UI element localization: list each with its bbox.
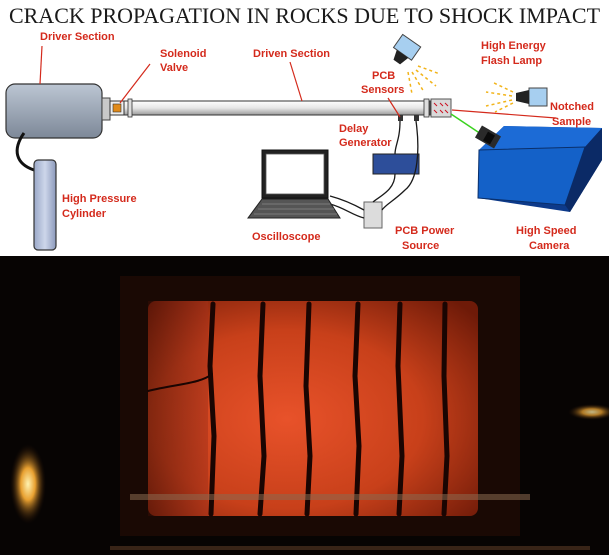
solenoid-valve: [109, 100, 125, 116]
oscilloscope: [247, 149, 341, 219]
pcb-power-source-box: [363, 201, 383, 229]
crack-lines: [147, 301, 450, 517]
label-driven-section: Driven Section: [253, 48, 330, 60]
label-pcb-power-line1: PCB Power: [395, 225, 455, 237]
high-pressure-cylinder: [15, 132, 57, 251]
rock-sample-glow: [148, 301, 478, 516]
driver-section: [5, 83, 111, 139]
label-solenoid-valve-line1: Solenoid: [160, 48, 206, 60]
label-notched-sample-line2: Sample: [552, 116, 591, 128]
label-delay-generator-line2: Generator: [339, 137, 392, 149]
label-high-energy-line2: Flash Lamp: [481, 55, 542, 67]
label-high-pressure-line2: Cylinder: [62, 208, 107, 220]
label-oscilloscope: Oscilloscope: [252, 231, 320, 243]
label-driver-section: Driver Section: [40, 31, 115, 43]
high-speed-camera: [474, 125, 602, 212]
label-pcb-sensors-line1: PCB: [372, 70, 395, 82]
rock-sample-photo-image: [0, 256, 609, 555]
label-high-speed-line1: High Speed: [516, 225, 577, 237]
bottom-rail: [110, 546, 590, 550]
page-title: CRACK PROPAGATION IN ROCKS DUE TO SHOCK …: [8, 3, 601, 28]
leader-lines: [39, 45, 557, 119]
rock-sample-photo: [0, 256, 609, 555]
label-notched-sample-line1: Notched: [550, 101, 594, 113]
label-delay-generator-line1: Delay: [339, 123, 369, 135]
rod-reflection: [130, 494, 530, 500]
driven-section-tube: [123, 98, 431, 118]
label-pcb-power-line2: Source: [402, 240, 439, 252]
right-light-flare: [568, 404, 609, 420]
left-light-flare: [10, 444, 46, 524]
label-high-energy-line1: High Energy: [481, 40, 547, 52]
delay-generator-box: [372, 153, 420, 175]
notched-sample: [430, 98, 452, 118]
label-high-pressure-line1: High Pressure: [62, 193, 137, 205]
label-solenoid-valve-line2: Valve: [160, 62, 188, 74]
label-pcb-sensors-line2: Sensors: [361, 84, 404, 96]
flash-lamp-top: [392, 33, 441, 95]
signal-cables: [329, 120, 419, 219]
label-high-speed-line2: Camera: [529, 240, 570, 252]
shock-tube-diagram: Driver Section Solenoid Valve Driven Sec…: [5, 31, 602, 252]
pcb-sensors: [398, 115, 419, 121]
flash-lamp-right: [485, 81, 548, 113]
